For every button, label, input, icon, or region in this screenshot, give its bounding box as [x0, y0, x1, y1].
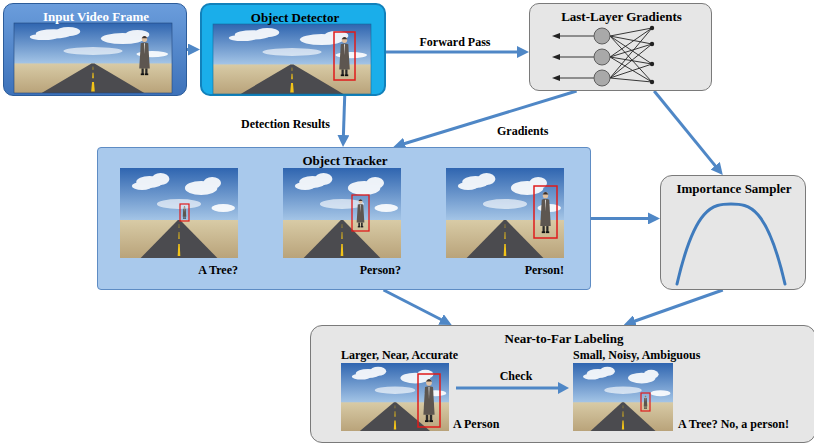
network-picture: [650, 80, 654, 84]
near-far-pictures: [423, 379, 434, 422]
frame-caption: Person!: [525, 264, 564, 278]
network-picture: [552, 75, 560, 81]
sub-heading: Larger, Near, Accurate: [341, 349, 458, 363]
text-holder: Gradients: [495, 121, 575, 139]
box-heading: Importance Sampler: [676, 182, 791, 197]
network-picture: [610, 64, 652, 78]
tracker-frames: [180, 204, 189, 221]
network-picture: [610, 36, 652, 64]
text-holder: Input Video Frame: [4, 7, 188, 25]
network-picture: [594, 70, 610, 86]
detector-picture: [213, 24, 371, 94]
frame-caption: A Tree? No, a person!: [678, 418, 789, 432]
network-picture: [650, 62, 654, 66]
sampler-box: Importance Sampler: [660, 175, 806, 290]
text-holder: Person!: [446, 260, 564, 278]
box-heading: Last-Layer Gradients: [561, 10, 682, 25]
network-picture: [594, 49, 610, 65]
network-picture: [559, 57, 594, 58]
bell-curve: [677, 204, 785, 284]
text-holder: Forward Pass: [400, 32, 510, 50]
tracker-frames: [98, 148, 586, 291]
network-picture: [559, 78, 594, 79]
text-holder: Detection Results: [200, 114, 332, 132]
flow-arrow: [384, 290, 447, 322]
tracker-frames: [283, 168, 401, 258]
text-holder: A Person: [453, 414, 533, 432]
edge-label: Forward Pass: [418, 36, 493, 50]
flow-arrow: [654, 91, 719, 170]
edge-label: Detection Results: [239, 118, 332, 132]
tracker-frames: [534, 186, 557, 238]
text-holder: Object Tracker: [98, 151, 592, 169]
near-far-pictures: [341, 363, 449, 431]
frame-caption: Person?: [360, 264, 401, 278]
network-picture: [594, 28, 610, 44]
tracker-frames: [352, 195, 369, 231]
flow-arrow: [343, 96, 344, 141]
text-holder: Person?: [283, 260, 401, 278]
near-far-pictures: [573, 363, 673, 431]
labeling-box: Near-to-Far LabelingLarger, Near, Accura…: [310, 325, 814, 443]
tracker-frames: [446, 168, 564, 258]
text-holder: Larger, Near, Accurate: [341, 345, 511, 363]
video-frame-picture: [14, 23, 172, 93]
box-heading: Input Video Frame: [43, 10, 149, 25]
tracker-frames: [357, 199, 365, 227]
arrow-label: Check: [500, 370, 533, 384]
tracker-frames: [120, 168, 238, 258]
text-holder: A Tree? No, a person!: [678, 414, 808, 432]
network-picture: [610, 28, 652, 78]
flow-arrow: [399, 91, 576, 145]
video-frame-picture: [139, 36, 150, 75]
flow-arrow: [187, 48, 194, 51]
network-picture: [610, 44, 652, 78]
near-far-pictures: [644, 396, 648, 409]
detector-picture: [213, 24, 371, 94]
box-heading: Object Tracker: [302, 154, 387, 169]
sub-heading: Small, Noisy, Ambiguous: [573, 349, 700, 363]
network-picture: [594, 28, 610, 86]
video-frame-picture: [14, 23, 172, 93]
text-holder: Last-Layer Gradients: [530, 7, 713, 25]
gradients-box: Last-Layer Gradients: [529, 3, 712, 91]
flow-arrow: [386, 51, 523, 54]
text-holder: Object Detector: [202, 8, 388, 26]
text-holder: A Tree?: [120, 260, 238, 278]
tracker-frames: [183, 207, 187, 219]
flow-arrow: [591, 217, 654, 220]
tracker-frames: [540, 192, 551, 233]
network-picture: [650, 26, 654, 30]
near-far-pictures: [418, 374, 440, 427]
box-heading: Object Detector: [251, 11, 339, 26]
network-picture: [610, 44, 652, 57]
network-picture: [650, 42, 654, 46]
near-far-pictures: [641, 393, 650, 411]
network-picture: [552, 33, 560, 39]
edge-label: Gradients: [495, 125, 550, 139]
flow-arrow: [629, 290, 722, 323]
detector-picture: [339, 37, 350, 76]
text-holder: Small, Noisy, Ambiguous: [573, 345, 773, 363]
tracker-box: Object Tracker A Tree? Person? Person!: [97, 147, 591, 290]
input-frame-box: Input Video Frame: [3, 3, 187, 96]
network-picture: [559, 36, 594, 37]
frame-caption: A Tree?: [198, 264, 238, 278]
near-far-pictures: [558, 382, 569, 394]
network-picture: [610, 78, 652, 82]
near-far-pictures: [456, 387, 560, 390]
box-heading: Near-to-Far Labeling: [505, 332, 624, 347]
detector-picture: [334, 32, 355, 80]
frame-caption: A Person: [453, 418, 499, 432]
network-picture: [552, 54, 560, 60]
text-holder: Importance Sampler: [661, 179, 807, 197]
text-holder: Near-to-Far Labeling: [311, 329, 814, 347]
detector-box: Object Detector: [200, 3, 386, 96]
text-holder: Check: [471, 366, 561, 384]
